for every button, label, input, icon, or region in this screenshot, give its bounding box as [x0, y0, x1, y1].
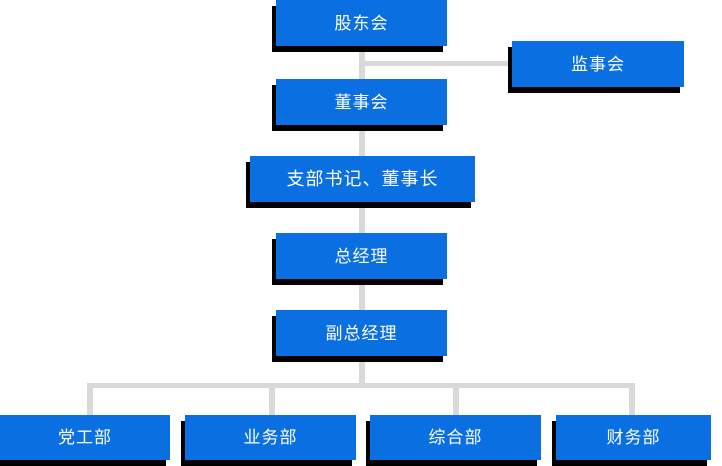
connector-shareholders-to-supervisors — [359, 61, 514, 66]
node-party-work-department-label: 党工部 — [58, 428, 112, 447]
node-directors[interactable]: 董事会 — [276, 79, 447, 125]
node-chairman[interactable]: 支部书记、董事长 — [250, 156, 475, 202]
node-business-department[interactable]: 业务部 — [185, 415, 356, 460]
node-directors-label: 董事会 — [334, 92, 389, 112]
connector-chairman-to-gm — [359, 198, 365, 238]
node-finance-department[interactable]: 财务部 — [556, 415, 711, 460]
node-general-affairs-department[interactable]: 综合部 — [370, 415, 541, 460]
node-chairman-label: 支部书记、董事长 — [286, 169, 439, 189]
connector-bus-to-party-dept — [87, 383, 93, 419]
connector-gm-to-deputy-gm — [359, 275, 365, 315]
node-supervisors-label: 监事会 — [571, 54, 625, 74]
node-general-affairs-department-label: 综合部 — [428, 428, 483, 447]
node-shareholders[interactable]: 股东会 — [276, 0, 447, 46]
connector-department-bus — [87, 383, 635, 388]
connector-bus-to-business-dept — [269, 383, 275, 419]
connector-deputy-gm-stem — [359, 352, 365, 386]
node-business-department-label: 业务部 — [243, 428, 298, 447]
node-deputy-general-manager[interactable]: 副总经理 — [276, 310, 447, 356]
node-shareholders-label: 股东会 — [334, 13, 389, 33]
connector-bus-to-finance-dept — [629, 383, 635, 419]
node-supervisors[interactable]: 监事会 — [512, 41, 684, 87]
node-finance-department-label: 财务部 — [606, 428, 661, 447]
connector-directors-to-chairman — [359, 121, 365, 161]
node-general-manager[interactable]: 总经理 — [276, 233, 447, 279]
node-general-manager-label: 总经理 — [334, 246, 389, 266]
node-deputy-general-manager-label: 副总经理 — [325, 323, 398, 343]
node-party-work-department[interactable]: 党工部 — [0, 415, 170, 460]
connector-bus-to-general-dept — [453, 383, 459, 419]
